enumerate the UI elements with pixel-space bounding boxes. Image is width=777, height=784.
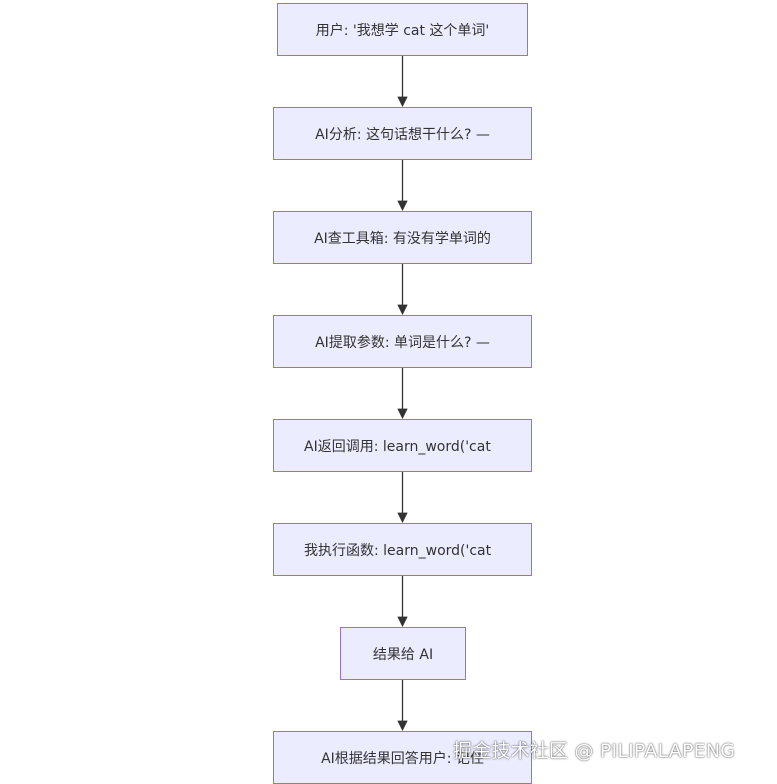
flow-node-ai-analyze: AI分析: 这句话想干什么? —	[273, 107, 532, 160]
flow-node-result-to-ai: 结果给 AI	[340, 627, 466, 680]
flow-node-label: AI分析: 这句话想干什么? —	[315, 126, 490, 143]
flow-node-label: AI根据结果回答用户: 记住	[321, 750, 484, 767]
flow-node-ai-extract-params: AI提取参数: 单词是什么? —	[273, 315, 532, 368]
flow-node-ai-return-call: AI返回调用: learn_word('cat	[273, 419, 532, 472]
flow-node-label: 结果给 AI	[372, 646, 434, 663]
flow-node-label: AI提取参数: 单词是什么? —	[315, 334, 490, 351]
flow-node-label: AI查工具箱: 有没有学单词的	[314, 230, 491, 247]
flow-node-label: AI返回调用: learn_word('cat	[304, 438, 491, 455]
flow-node-user-input: 用户: '我想学 cat 这个单词'	[277, 3, 528, 56]
flow-node-ai-toolbox: AI查工具箱: 有没有学单词的	[273, 211, 532, 264]
flow-node-label: 用户: '我想学 cat 这个单词'	[315, 22, 490, 39]
watermark-text: 掘金技术社区 @ PILIPALAPENG	[453, 740, 736, 762]
flow-node-execute-function: 我执行函数: learn_word('cat	[273, 523, 532, 576]
flow-node-ai-answer-user: AI根据结果回答用户: 记住	[273, 731, 532, 784]
flow-node-label: 我执行函数: learn_word('cat	[304, 542, 492, 559]
